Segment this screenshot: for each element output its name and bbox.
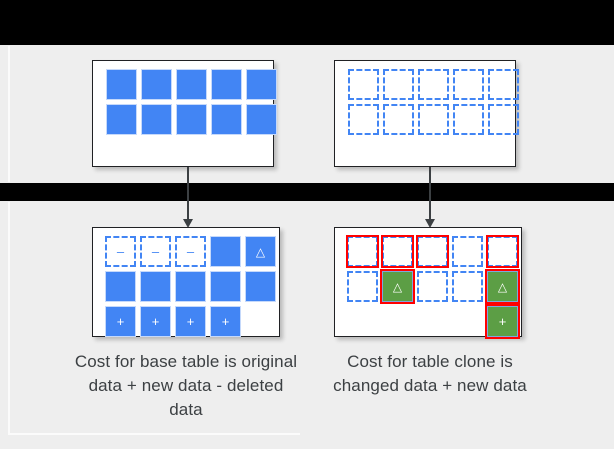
- cell-r1-c1-filled: [106, 69, 137, 100]
- cell-r1-c5-filled: △: [245, 236, 276, 267]
- cell-r1-c2-filled: [141, 69, 172, 100]
- cell-r2-c3-dashed: [417, 271, 448, 302]
- base-table-original-card: [92, 60, 277, 167]
- minus-icon: –: [186, 244, 195, 259]
- cell-r2-c3-filled: [175, 271, 206, 302]
- cell-r3-c3-empty: [417, 306, 448, 337]
- cell-r3-c1-filled: +: [105, 306, 136, 337]
- cell-r3-c3-filled: +: [175, 306, 206, 337]
- base-table-changed-grid: – – – △ + + + +: [105, 236, 276, 337]
- arrow-base-table-line: [187, 167, 189, 223]
- cell-r1-c2-dashed: [381, 235, 414, 268]
- cell-r2-c4-dashed: [453, 104, 484, 135]
- cell-r2-c2-filled: [141, 104, 172, 135]
- cell-r3-c1-empty: [347, 306, 378, 337]
- middle-black-band: [0, 183, 614, 201]
- minus-icon: –: [151, 244, 160, 259]
- triangle-icon: △: [255, 244, 266, 259]
- cell-r1-c2-dashed: –: [140, 236, 171, 267]
- left-rule-top: [8, 46, 10, 182]
- cell-r2-c1-filled: [105, 271, 136, 302]
- cell-r2-c4-dashed: [452, 271, 483, 302]
- table-clone-changed-grid: △ △ +: [346, 235, 520, 339]
- cell-r2-c3-dashed: [418, 104, 449, 135]
- base-table-original-grid: [106, 69, 277, 135]
- cell-r3-c4-filled: +: [210, 306, 241, 337]
- cell-r1-c4-filled: [211, 69, 242, 100]
- table-clone-changed-card: △ △ +: [334, 227, 522, 339]
- left-rule-bottom: [8, 202, 10, 434]
- cell-r1-c4-dashed: [453, 69, 484, 100]
- cell-r1-c1-dashed: [346, 235, 379, 268]
- cell-r3-c2-filled: +: [140, 306, 171, 337]
- cell-r1-c5-dashed: [486, 235, 519, 268]
- cell-r2-c5-dashed: [488, 104, 519, 135]
- plus-icon: +: [221, 314, 230, 329]
- arrow-table-clone-line: [429, 167, 431, 223]
- cell-r2-c2-dashed: [383, 104, 414, 135]
- cell-r1-c1-dashed: [348, 69, 379, 100]
- caption-base-table: Cost for base table is original data + n…: [74, 352, 298, 420]
- cell-r3-c2-empty: [382, 306, 413, 337]
- cell-r1-c4-filled: [210, 236, 241, 267]
- arrow-base-table-head: [183, 219, 193, 228]
- base-table-changed-card: – – – △ + + + +: [92, 227, 280, 337]
- cell-r2-c4-filled: [210, 271, 241, 302]
- cell-r2-c5-filled: [246, 104, 277, 135]
- cell-r3-c5-empty: [245, 306, 276, 337]
- cell-r2-c5-green: △: [485, 269, 520, 304]
- cell-r1-c3-dashed: [416, 235, 449, 268]
- cell-r2-c1-filled: [106, 104, 137, 135]
- triangle-icon: △: [392, 279, 403, 294]
- cell-r2-c1-dashed: [348, 104, 379, 135]
- cell-r3-c4-empty: [452, 306, 483, 337]
- cell-r2-c2-green: △: [380, 269, 415, 304]
- cell-r1-c1-dashed: –: [105, 236, 136, 267]
- top-black-band: [0, 0, 614, 45]
- bottom-rule: [8, 433, 300, 435]
- table-clone-empty-card: [334, 60, 519, 167]
- cell-r2-c2-filled: [140, 271, 171, 302]
- cell-r1-c2-dashed: [383, 69, 414, 100]
- table-clone-empty-grid: [348, 69, 519, 135]
- minus-icon: –: [116, 244, 125, 259]
- caption-table-clone: Cost for table clone is changed data + n…: [333, 352, 527, 396]
- plus-icon: +: [151, 314, 160, 329]
- cell-r1-c5-dashed: [488, 69, 519, 100]
- cell-r3-c5-green: +: [485, 304, 520, 339]
- plus-icon: +: [186, 314, 195, 329]
- cell-r1-c5-filled: [246, 69, 277, 100]
- cell-r2-c4-filled: [211, 104, 242, 135]
- arrow-table-clone-head: [425, 219, 435, 228]
- cell-r1-c3-dashed: [418, 69, 449, 100]
- cell-r2-c3-filled: [176, 104, 207, 135]
- cell-r2-c5-filled: [245, 271, 276, 302]
- plus-icon: +: [116, 314, 125, 329]
- cell-r1-c3-filled: [176, 69, 207, 100]
- cell-r1-c4-dashed: [452, 236, 483, 267]
- triangle-icon: △: [497, 279, 508, 294]
- cell-r2-c1-dashed: [347, 271, 378, 302]
- cell-r1-c3-dashed: –: [175, 236, 206, 267]
- plus-icon: +: [498, 314, 507, 329]
